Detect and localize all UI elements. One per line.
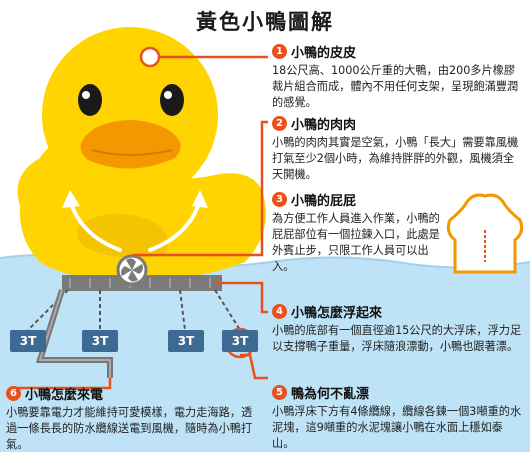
section-float: 4 小鴨怎麼浮起來 小鴨的底部有一個直徑逾15公尺的大浮床，浮力足以支撐鴨子重量，… [272,302,524,355]
page-title: 黃色小鴨圖解 [196,10,334,34]
section-flesh: 2 小鴨的肉肉 小鴨的肉肉其實是空氣，小鴨「長大」需要靠風機打氣至少2個小時，為維… [272,114,524,183]
section-body: 小鴨的肉肉其實是空氣，小鴨「長大」需要靠風機打氣至少2個小時，為維持胖胖的外觀，… [272,136,519,181]
fan-icon [121,258,143,282]
section-body: 小鴨要靠電力才能維持可愛模樣，電力走海路，透過一條長長的防水纜線送電到風機，隨時… [6,406,253,451]
section-number: 5 [272,385,287,400]
duck-wing [77,213,168,258]
duck-back-view [446,193,524,274]
section-body: 為方便工作人員進入作業，小鴨的屁屁部位有一個拉鍊入口，此處是外賓止步，只限工作人… [272,212,440,273]
concrete-block-1: 3T [10,330,46,352]
concrete-block-2: 3T [82,330,118,352]
water [0,254,530,452]
section-number: 1 [272,44,287,59]
section-power: 6 小鴨怎麼來電 小鴨要靠電力才能維持可愛模樣，電力走海路，透過一條長長的防水纜線… [6,384,254,452]
section-heading: 小鴨的皮皮 [291,46,357,61]
section-number: 6 [6,386,21,401]
concrete-block-3: 3T [168,330,204,352]
duck-beak [80,120,181,169]
section-butt: 3 小鴨的屁屁 為方便工作人員進入作業，小鴨的屁屁部位有一個拉鍊入口，此處是外賓止… [272,190,444,275]
section-number: 4 [272,304,287,319]
section-heading: 鴨為何不亂漂 [291,387,370,402]
section-skin: 1 小鴨的皮皮 18公尺高、1000公斤重的大鴨，由200多片橡膠裁片組合而成，體… [272,42,524,111]
duck-head [42,27,218,203]
section-heading: 小鴨的屁屁 [291,194,357,209]
duck-eye-right [160,84,184,116]
concrete-block-4: 3T [222,330,258,352]
duck-eye-left [78,84,102,116]
section-anchor: 5 鴨為何不亂漂 小鴨浮床下方有4條纜線，纜線各鍊一個3噸重的水泥塊，這9噸重的水… [272,383,524,452]
floating-raft [62,275,222,291]
section-heading: 小鴨怎麼浮起來 [291,306,383,321]
section-number: 3 [272,192,287,207]
section-heading: 小鴨的肉肉 [291,118,357,133]
section-body: 18公尺高、1000公斤重的大鴨，由200多片橡膠裁片組合而成，體內不用任何支架… [272,64,519,109]
section-number: 2 [272,116,287,131]
section-body: 小鴨浮床下方有4條纜線，纜線各鍊一個3噸重的水泥塊，這9噸重的水泥塊讓小鴨在水面… [272,405,522,450]
section-heading: 小鴨怎麼來電 [25,388,104,403]
section-body: 小鴨的底部有一個直徑逾15公尺的大浮床，浮力足以支撐鴨子重量，浮床隨浪漂動，小鴨… [272,324,522,353]
